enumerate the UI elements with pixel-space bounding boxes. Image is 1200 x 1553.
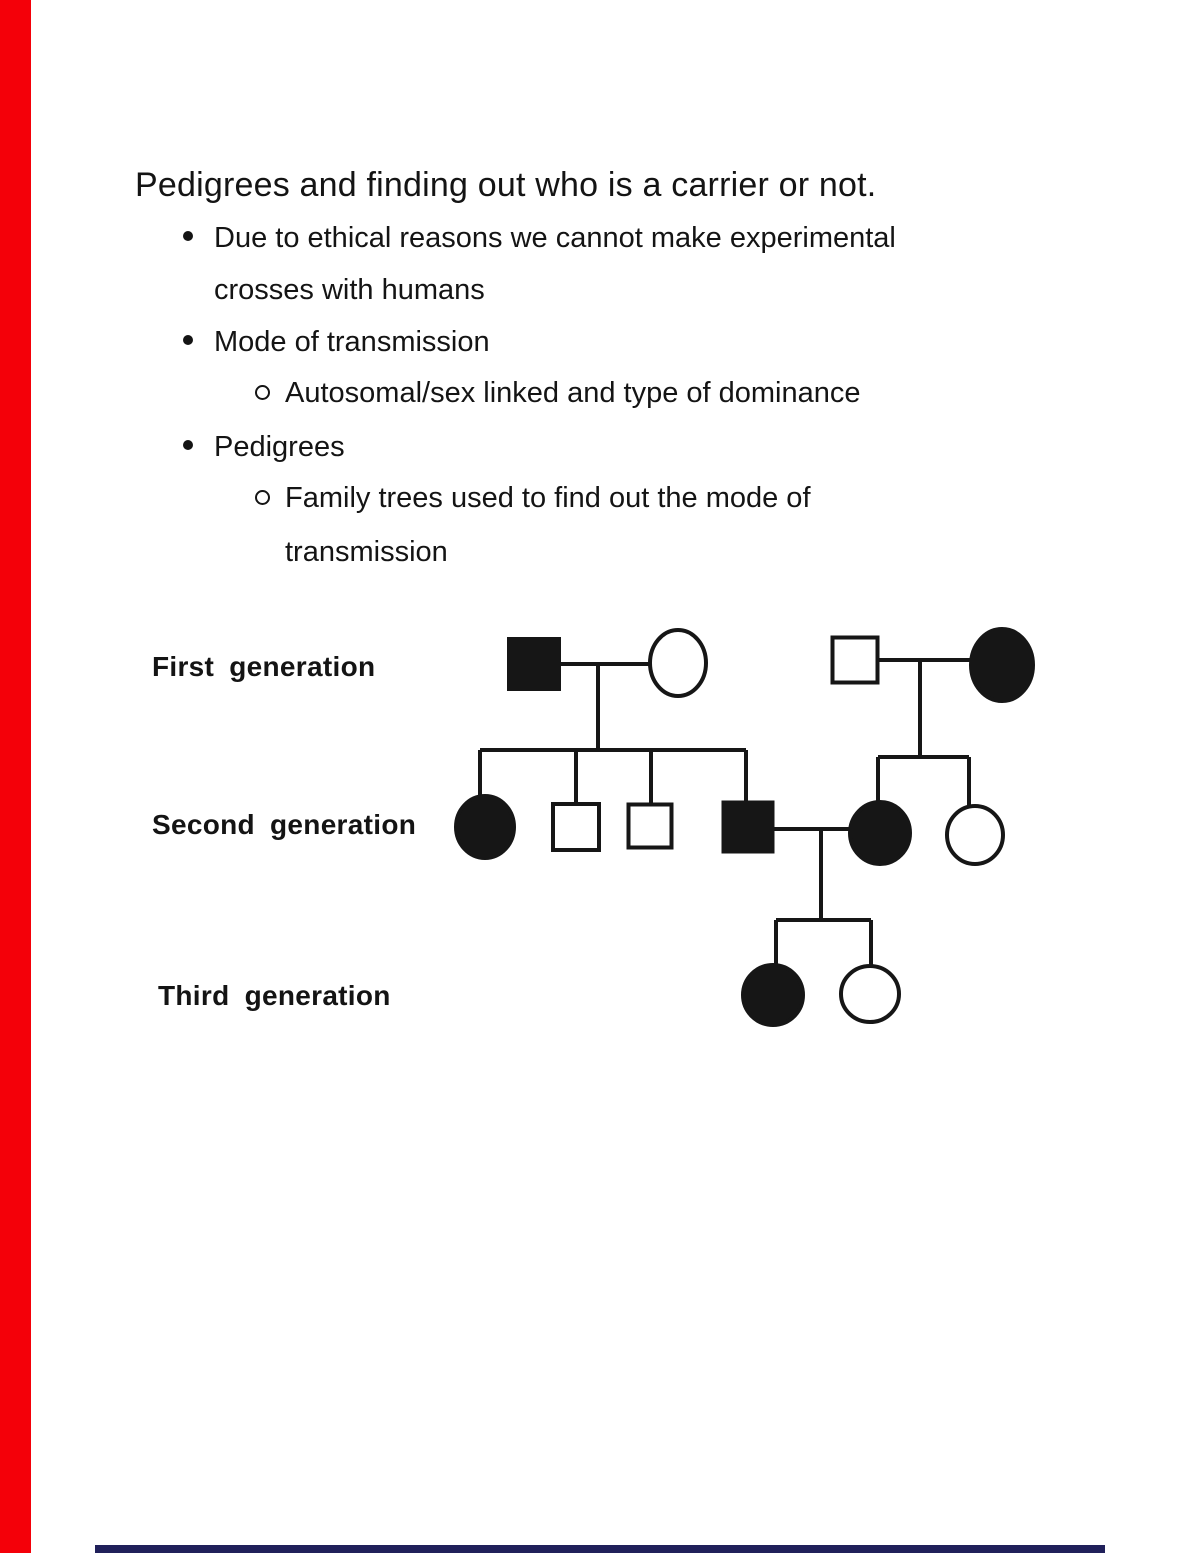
- bullet-text: Pedigrees: [214, 431, 345, 463]
- person-I-3-square: [830, 635, 880, 685]
- bullet-text: Mode of transmission: [214, 326, 490, 358]
- list-item-continuation: crosses with humans: [214, 270, 485, 310]
- bullet-text: Autosomal/sex linked and type of dominan…: [285, 377, 861, 409]
- list-item: Due to ethical reasons we cannot make ex…: [183, 218, 896, 258]
- list-item-continuation: transmission: [285, 532, 448, 572]
- bullet-text: Due to ethical reasons we cannot make ex…: [214, 222, 896, 254]
- person-II-1-circle: [454, 794, 516, 860]
- generation-label-third: Third generation: [158, 980, 391, 1011]
- person-II-3-square: [626, 802, 674, 850]
- person-II-5-circle: [848, 800, 912, 866]
- generation-label-second: Second generation: [152, 809, 416, 840]
- list-item: Pedigrees: [183, 427, 345, 467]
- list-item: Mode of transmission: [183, 322, 490, 362]
- list-item: Autosomal/sex linked and type of dominan…: [255, 373, 861, 413]
- bullet-text: crosses with humans: [214, 274, 485, 306]
- bullet-circle-icon: [255, 385, 270, 400]
- person-III-2-circle: [839, 964, 901, 1024]
- bullet-text: Family trees used to find out the mode o…: [285, 482, 811, 514]
- bullet-dot-icon: [183, 440, 193, 450]
- person-II-6-circle: [945, 804, 1005, 866]
- generation-label-first: First generation: [152, 651, 375, 682]
- bullet-dot-icon: [183, 231, 193, 241]
- list-item: Family trees used to find out the mode o…: [255, 478, 811, 518]
- person-I-1-square: [507, 637, 561, 691]
- person-I-4-circle: [969, 627, 1035, 703]
- bullet-dot-icon: [183, 335, 193, 345]
- bottom-edge-bar: [95, 1545, 1105, 1553]
- left-edge-red-bar: [0, 0, 31, 1553]
- bullet-text: transmission: [285, 536, 448, 568]
- person-I-2-circle: [648, 628, 708, 698]
- page-title: Pedigrees and finding out who is a carri…: [135, 165, 877, 204]
- person-II-2-square: [551, 802, 601, 852]
- bullet-circle-icon: [255, 490, 270, 505]
- person-II-4-square: [721, 800, 775, 854]
- person-III-1-circle: [741, 963, 805, 1027]
